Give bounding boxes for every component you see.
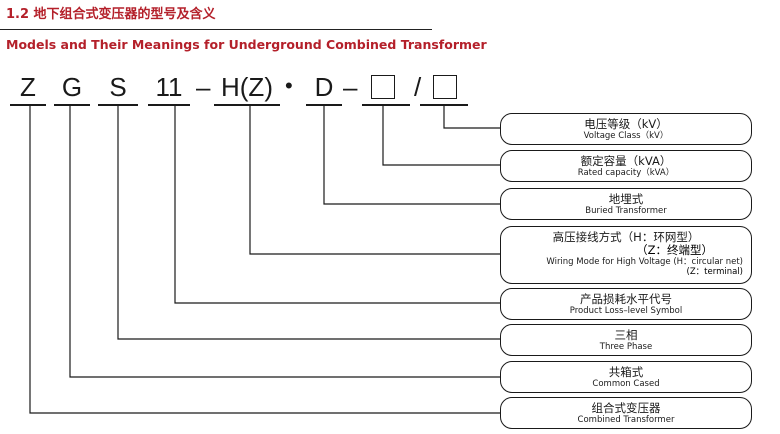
connector-capacity [382,106,500,166]
meaning-common-cased: 共箱式 Common Cased [500,361,752,393]
meaning-common-cased-en: Common Cased [592,379,660,389]
meaning-combined-cn: 组合式变压器 [591,401,661,415]
underline-g [54,104,90,106]
connector-voltage [443,106,500,129]
connector-loss [174,106,500,304]
underline-s [98,104,138,106]
meaning-rated-capacity-en: Rated capacity（kVA） [577,168,675,178]
meaning-combined: 组合式变压器 Combined Transformer [500,397,752,429]
connector-combined [29,106,500,414]
meaning-three-phase-en: Three Phase [599,342,653,352]
meaning-loss-level-cn: 产品损耗水平代号 [580,292,672,306]
underline-11 [148,104,190,106]
meaning-voltage-class-en: Voltage Class（kV） [583,131,669,141]
meaning-buried: 地埋式 Buried Transformer [500,188,752,220]
meaning-wiring-mode: 高压接线方式（H：环网型） （Z：终端型） Wiring Mode for Hi… [500,226,752,284]
code-letter-d: D [314,72,334,102]
code-slash: / [414,72,422,102]
code-letter-s: S [109,72,127,102]
connector-wiring [249,106,500,255]
code-hz: H(Z) [221,72,273,102]
connector-buried [323,106,500,205]
meaning-combined-en: Combined Transformer [577,415,675,425]
underline-voltage [420,104,468,106]
meaning-buried-en: Buried Transformer [585,206,667,216]
meaning-wiring-en-2: (Z：terminal) [686,267,743,277]
underline-z [10,104,46,106]
meaning-voltage-class: 电压等级（kV） Voltage Class（kV） [500,113,752,145]
meaning-wiring-cn-1: 高压接线方式（H：环网型） [552,230,700,244]
underline-hz [214,104,280,106]
meaning-loss-level: 产品损耗水平代号 Product Loss–level Symbol [500,288,752,320]
title-divider [0,29,432,30]
underline-capacity [362,104,410,106]
meaning-loss-level-en: Product Loss–level Symbol [569,306,683,316]
underline-d [306,104,342,106]
meaning-wiring-cn-2: （Z：终端型） [636,243,713,257]
meaning-buried-cn: 地埋式 [608,192,644,206]
code-number-11: 11 [155,72,183,102]
meaning-voltage-class-cn: 电压等级（kV） [584,117,668,131]
meaning-wiring-en-1: Wiring Mode for High Voltage (H：circular… [546,257,743,267]
code-letter-z: Z [20,72,36,102]
section-title-en: Models and Their Meanings for Undergroun… [6,37,487,52]
connector-three-phase [117,106,500,340]
code-box-voltage [433,75,457,99]
code-letter-g: G [61,72,83,102]
code-dash-2: – [343,72,358,102]
code-dash-1: – [196,72,211,102]
meaning-three-phase-cn: 三相 [614,328,638,342]
meaning-rated-capacity-cn: 额定容量（kVA） [580,154,672,168]
code-box-capacity [371,75,395,99]
meaning-three-phase: 三相 Three Phase [500,324,752,356]
meaning-common-cased-cn: 共箱式 [608,365,644,379]
code-dot: • [285,73,293,98]
section-title-cn: 1.2 地下组合式变压器的型号及含义 [6,7,216,22]
connector-common-cased [69,106,500,378]
meaning-rated-capacity: 额定容量（kVA） Rated capacity（kVA） [500,150,752,182]
